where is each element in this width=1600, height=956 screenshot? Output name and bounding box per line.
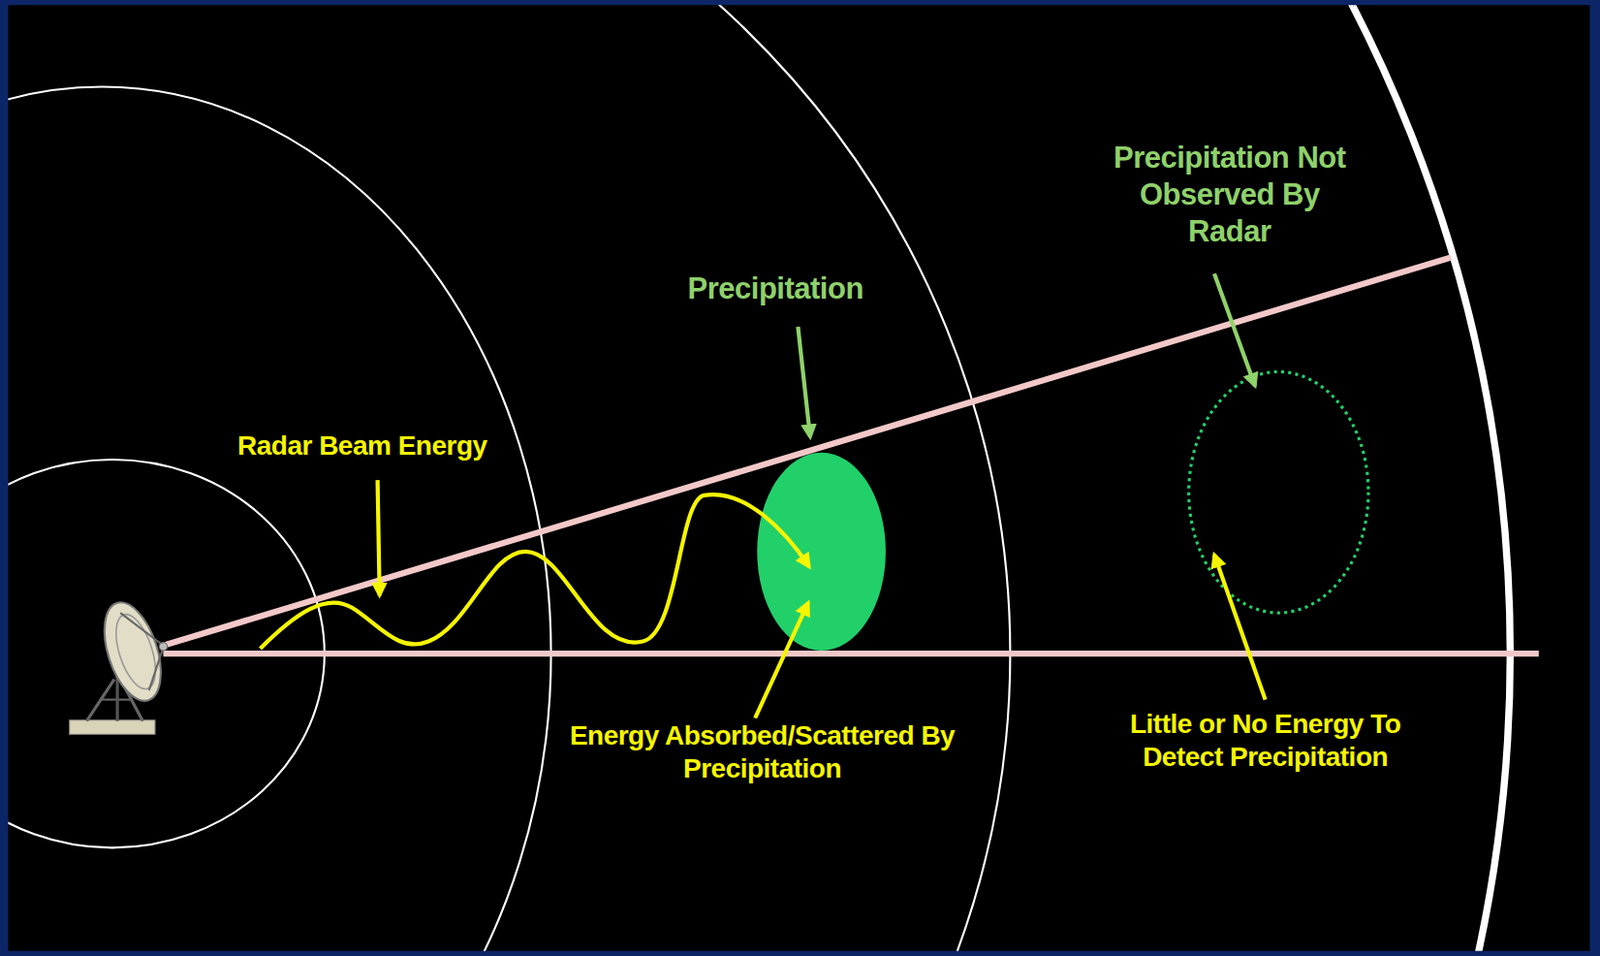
black-ground [7,4,1590,950]
callout-label: Precipitation [685,269,867,309]
unseen-precipitation [1189,371,1369,613]
beam-energy-wave [259,494,809,649]
beam-lower-edge [162,650,1538,657]
range-ring [0,87,552,956]
precipitation-blob [756,452,886,651]
leader-arrow [377,479,380,596]
leader-arrow [1214,554,1266,700]
max-range-ring [0,0,1510,956]
leader-arrow [754,602,809,719]
callout-label: Energy Absorbed/Scattered By Precipitati… [560,718,965,786]
callout-label: Little or No Energy To Detect Precipitat… [1086,706,1444,775]
callout-label: Radar Beam Energy [234,428,491,464]
leader-arrow [1214,273,1255,386]
leader-arrow [797,326,811,438]
range-ring [0,0,1010,956]
radar-dish-icon [69,595,173,734]
callout-label: Precipitation Not Observed By Radar [1101,138,1358,251]
